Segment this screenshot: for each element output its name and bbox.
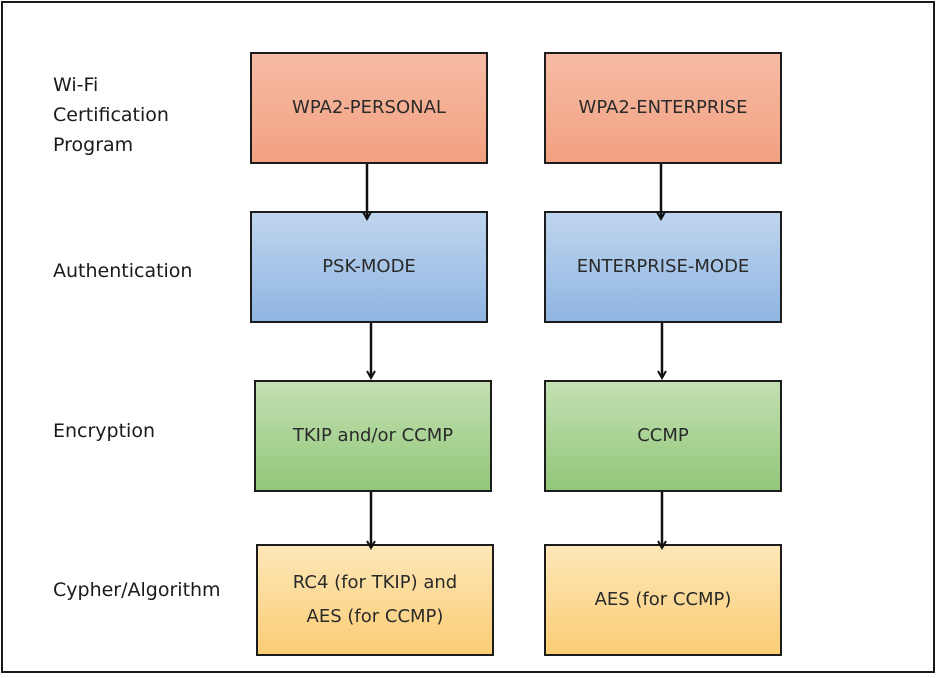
box-enterprise-mode: ENTERPRISE-MODE bbox=[544, 211, 782, 323]
box-wpa2-enterprise: WPA2-ENTERPRISE bbox=[544, 52, 782, 164]
label-authentication: Authentication bbox=[53, 260, 193, 282]
box-rc4-aes: RC4 (for TKIP) and AES (for CCMP) bbox=[256, 544, 494, 656]
box-tkip-ccmp: TKIP and/or CCMP bbox=[254, 380, 492, 492]
box-ccmp: CCMP bbox=[544, 380, 782, 492]
box-wpa2-personal: WPA2-PERSONAL bbox=[250, 52, 488, 164]
box-psk-mode: PSK-MODE bbox=[250, 211, 488, 323]
label-encryption: Encryption bbox=[53, 420, 156, 442]
box-aes: AES (for CCMP) bbox=[544, 544, 782, 656]
label-cypher-algorithm: Cypher/Algorithm bbox=[53, 579, 221, 601]
label-certification-program: Wi-Fi Certification Program bbox=[53, 74, 169, 156]
